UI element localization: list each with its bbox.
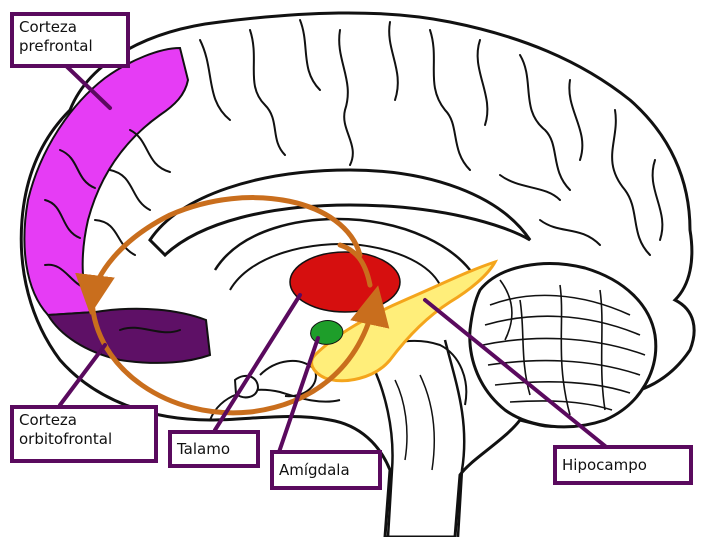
label-talamo-text: Talamo bbox=[177, 436, 251, 462]
label-amigdala-text: Amígdala bbox=[279, 456, 373, 484]
label-talamo: Talamo bbox=[168, 430, 260, 468]
cerebellum bbox=[470, 264, 656, 427]
label-hipocampo: Hipocampo bbox=[553, 445, 693, 485]
label-corteza-prefrontal: Corteza prefrontal bbox=[10, 12, 130, 68]
label-amigdala: Amígdala bbox=[270, 450, 382, 490]
label-orbitofrontal-line1: Corteza bbox=[19, 411, 149, 430]
thalamus-region bbox=[290, 252, 400, 312]
label-hipocampo-text: Hipocampo bbox=[562, 451, 684, 479]
label-prefrontal-line1: Corteza bbox=[19, 18, 121, 37]
label-prefrontal-line2: prefrontal bbox=[19, 37, 121, 56]
label-corteza-orbitofrontal: Corteza orbitofrontal bbox=[10, 405, 158, 463]
label-orbitofrontal-line2: orbitofrontal bbox=[19, 430, 149, 449]
